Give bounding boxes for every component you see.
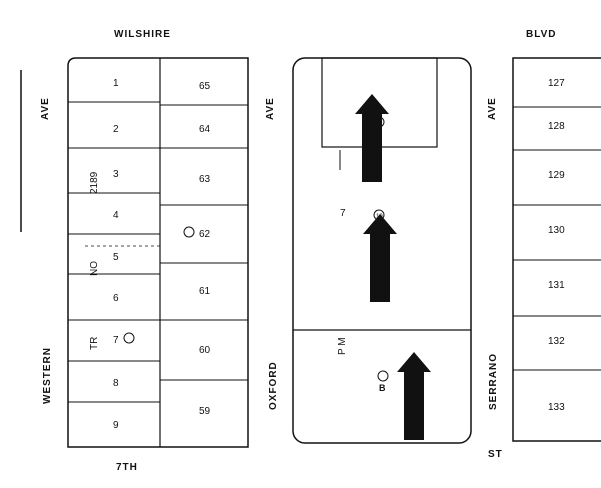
left-lot-61: 61 [199,286,211,297]
left-lot-65: 65 [199,81,211,92]
street-ave-middle: AVE [265,97,276,120]
street-oxford: OXFORD [268,361,279,410]
left-lot-64: 64 [199,124,211,135]
left-lot-62: 62 [199,229,211,240]
left-lot-6: 6 [113,293,119,304]
street-western: WESTERN [42,347,53,404]
street-blvd: BLVD [526,29,556,40]
center-lot-pm: P M [337,337,348,355]
right-lot-127: 127 [548,78,565,89]
left-lot-2: 2 [113,124,119,135]
left-block [67,57,249,448]
left-lot-5: 5 [113,252,119,263]
center-lot-7: 7 [340,208,346,219]
tract-label-no: NO [89,261,100,276]
left-lot-59: 59 [199,406,211,417]
left-lot-63: 63 [199,174,211,185]
north-arrow-icon [397,352,431,440]
left-lot-9: 9 [113,420,119,431]
right-block [512,57,601,442]
street-ave-left: AVE [40,97,51,120]
right-lot-128: 128 [548,121,565,132]
right-lot-131: 131 [548,280,565,291]
left-lot-7: 7 [113,335,119,346]
tract-label-tr: TR [89,337,100,350]
right-lot-133: 133 [548,402,565,413]
tract-number: 2189 [89,171,100,194]
street-ave-right: AVE [487,97,498,120]
street-st: ST [488,449,503,460]
street-wilshire: WILSHIRE [114,29,171,40]
left-lot-60: 60 [199,345,211,356]
street-serrano: SERRANO [488,353,499,410]
left-lot-1: 1 [113,78,119,89]
left-lot-8: 8 [113,378,119,389]
north-arrow-icon [363,214,397,302]
right-lot-129: 129 [548,170,565,181]
right-lot-130: 130 [548,225,565,236]
left-lot-3: 3 [113,169,119,180]
parcel-b-label: B [379,383,386,393]
street-7th: 7TH [116,462,138,473]
north-arrow-icon [355,94,389,182]
left-lot-4: 4 [113,210,119,221]
right-lot-132: 132 [548,336,565,347]
